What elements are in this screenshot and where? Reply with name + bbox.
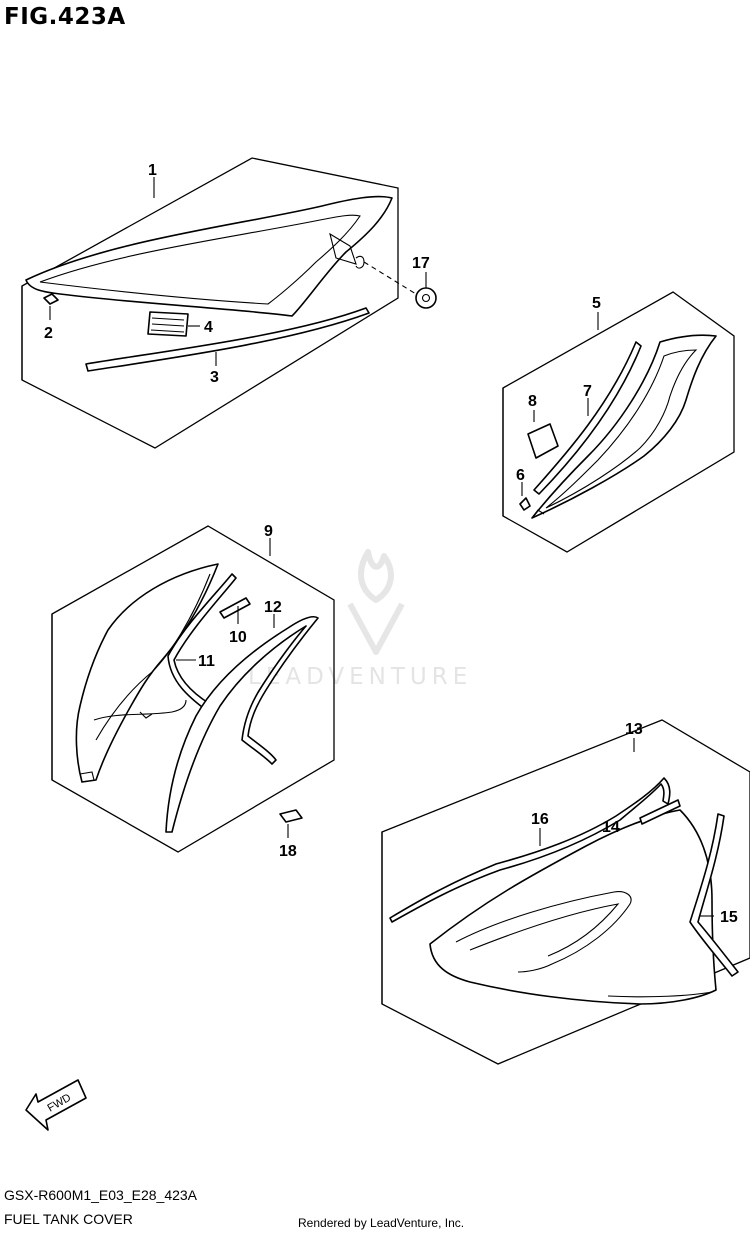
forward-direction-arrow: FWD <box>25 1079 87 1131</box>
callout-10[interactable]: 10 <box>229 629 247 646</box>
callout-2[interactable]: 2 <box>44 325 53 342</box>
part-15-shape[interactable] <box>689 813 739 977</box>
callout-1[interactable]: 1 <box>148 162 157 179</box>
callout-13[interactable]: 13 <box>625 721 643 738</box>
part-3-shape[interactable] <box>85 307 370 372</box>
callout-14[interactable]: 14 <box>602 819 620 836</box>
figure-code: GSX-R600M1_E03_E28_423A <box>4 1187 198 1203</box>
part-11-shape[interactable] <box>167 573 237 711</box>
part-1-shape[interactable] <box>25 195 393 317</box>
part-9-shape[interactable] <box>75 563 219 783</box>
group-box-5 <box>502 291 735 553</box>
callout-8[interactable]: 8 <box>528 393 537 410</box>
rendered-by-credit: Rendered by LeadVenture, Inc. <box>298 1216 465 1230</box>
callout-18[interactable]: 18 <box>279 843 297 860</box>
part-10-shape[interactable] <box>219 597 251 619</box>
callout-9[interactable]: 9 <box>264 523 273 540</box>
group-box-1 <box>21 157 437 449</box>
callout-3[interactable]: 3 <box>210 369 219 386</box>
part-8-shape[interactable] <box>527 423 559 459</box>
watermark-logo <box>347 549 405 655</box>
part-16-shape[interactable] <box>389 777 671 923</box>
callout-6[interactable]: 6 <box>516 467 525 484</box>
part-14-shape[interactable] <box>639 799 681 825</box>
callout-labels: 1 2 3 4 5 6 7 8 9 10 11 12 13 14 15 16 1… <box>44 162 738 926</box>
part-7-shape[interactable] <box>533 341 642 495</box>
callout-12[interactable]: 12 <box>264 599 282 616</box>
callout-5[interactable]: 5 <box>592 295 601 312</box>
group-box-13 <box>381 719 750 1065</box>
part-5-shape[interactable] <box>531 334 717 519</box>
part-13-shape[interactable] <box>429 809 717 1005</box>
callout-4[interactable]: 4 <box>204 319 213 336</box>
part-17-shape[interactable] <box>415 287 437 309</box>
part-6-shape[interactable] <box>519 497 531 511</box>
callout-15[interactable]: 15 <box>720 909 738 926</box>
part-2-shape[interactable] <box>43 293 59 305</box>
callout-11[interactable]: 11 <box>198 653 215 670</box>
figure-title: FIG.423A <box>4 4 126 30</box>
callout-7[interactable]: 7 <box>583 383 592 400</box>
callout-16[interactable]: 16 <box>531 811 549 828</box>
part-12-shape[interactable] <box>165 615 319 833</box>
watermark-text: LEADVENTURE <box>248 664 473 690</box>
callout-17[interactable]: 17 <box>412 255 430 272</box>
figure-caption: FUEL TANK COVER <box>4 1211 133 1227</box>
group-box-9 <box>51 525 335 853</box>
part-18-shape[interactable] <box>279 809 303 823</box>
